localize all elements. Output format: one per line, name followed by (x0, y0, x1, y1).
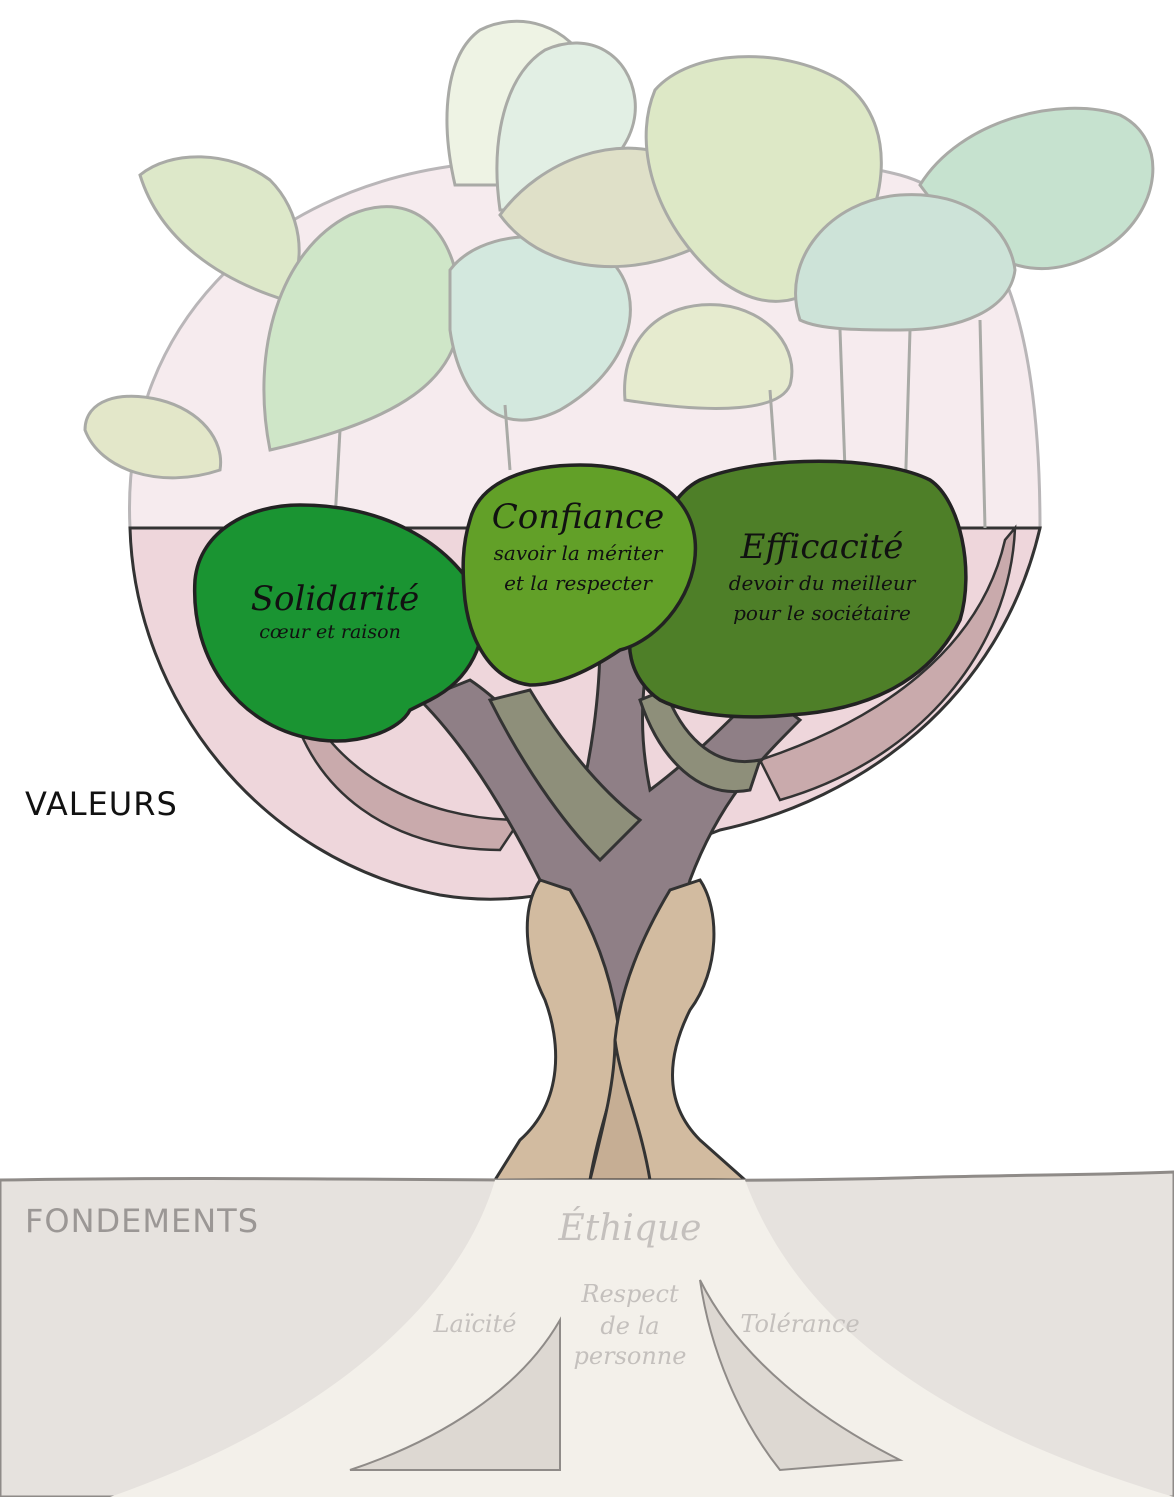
fondements-label: FONDEMENTS (25, 1202, 259, 1240)
hands-holding-trunk (492, 878, 749, 1182)
respect-line1: Respect (580, 1280, 679, 1308)
tolerance-label: Tolérance (740, 1310, 859, 1338)
solidarite-leaf: Solidarité cœur et raison (192, 503, 485, 743)
background-leaves (83, 19, 1155, 529)
confiance-line1: savoir la mériter (494, 541, 664, 565)
ground (0, 1170, 1174, 1497)
laicite-label: Laïcité (433, 1310, 517, 1338)
solidarite-title: Solidarité (251, 579, 419, 619)
efficacite-title: Efficacité (740, 527, 904, 567)
efficacite-line2: pour le sociétaire (733, 601, 911, 625)
ethique-label: Éthique (558, 1207, 702, 1249)
efficacite-leaf: Efficacité devoir du meilleur pour le so… (627, 459, 968, 719)
confiance-line2: et la respecter (504, 571, 653, 595)
respect-line3: personne (574, 1342, 687, 1370)
valeurs-label: VALEURS (25, 785, 178, 823)
efficacite-line1: devoir du meilleur (729, 571, 917, 595)
confiance-title: Confiance (492, 497, 664, 537)
confiance-leaf: Confiance savoir la mériter et la respec… (461, 463, 698, 687)
respect-line2: de la (600, 1312, 659, 1340)
solidarite-subtitle: cœur et raison (259, 621, 401, 643)
